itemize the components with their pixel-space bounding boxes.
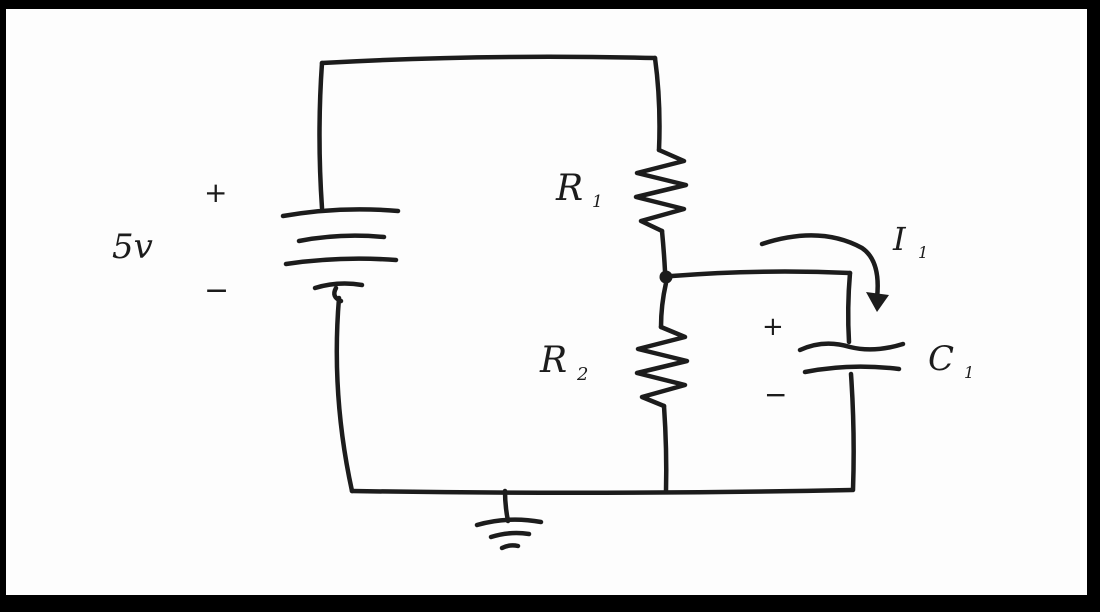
ground-bar-1 (474, 517, 544, 528)
r1-label: R (555, 168, 583, 209)
cap-lead-top (845, 270, 853, 345)
current-arrowhead (866, 292, 889, 312)
cap-branch-wire (669, 269, 853, 279)
junction-node-dot (659, 270, 673, 284)
r2-zigzag (634, 324, 690, 409)
battery-plate-3 (283, 256, 399, 267)
r2-label: R (539, 340, 567, 381)
battery-positive-lead (317, 60, 325, 211)
current-arrow-curve (759, 233, 880, 301)
cap-minus-sign: − (764, 378, 787, 411)
ground-bar-2 (488, 530, 532, 540)
cap-subscript: 1 (964, 363, 974, 382)
circuit-wiring (280, 54, 906, 551)
top-wire (319, 54, 658, 66)
ground-bar-3 (499, 543, 521, 551)
battery-negative-lead (334, 295, 355, 494)
source-plus-sign: + (204, 176, 227, 209)
r1-zigzag (633, 147, 689, 234)
r2-lead-top (658, 280, 669, 330)
current-label: I (892, 220, 907, 258)
current-subscript: 1 (918, 243, 928, 262)
battery-plate-2 (296, 233, 387, 244)
frame-bottom-bar (0, 595, 1100, 612)
frame-top-bar (0, 0, 1100, 9)
r1-subscript: 1 (592, 192, 603, 212)
frame-right-bar (1087, 0, 1100, 612)
cap-plate-bottom (802, 364, 902, 375)
battery-plate-1 (280, 207, 401, 219)
bottom-wire (349, 487, 855, 496)
frame-left-bar (0, 0, 6, 612)
r2-lead-bottom (661, 403, 669, 494)
battery-plate-4 (312, 281, 365, 291)
labels: 5v + − R 1 R 2 I 1 + − C 1 (112, 168, 974, 411)
cap-label: C (928, 339, 954, 379)
cap-plus-sign: + (762, 312, 784, 342)
r2-subscript: 2 (576, 364, 588, 385)
source-minus-sign: − (204, 273, 229, 308)
cap-lead-bottom (848, 371, 856, 493)
source-value-label: 5v (112, 227, 153, 267)
cap-plate-top (797, 341, 906, 353)
r1-lead-top (652, 55, 662, 153)
r1-lead-bottom (659, 228, 668, 274)
